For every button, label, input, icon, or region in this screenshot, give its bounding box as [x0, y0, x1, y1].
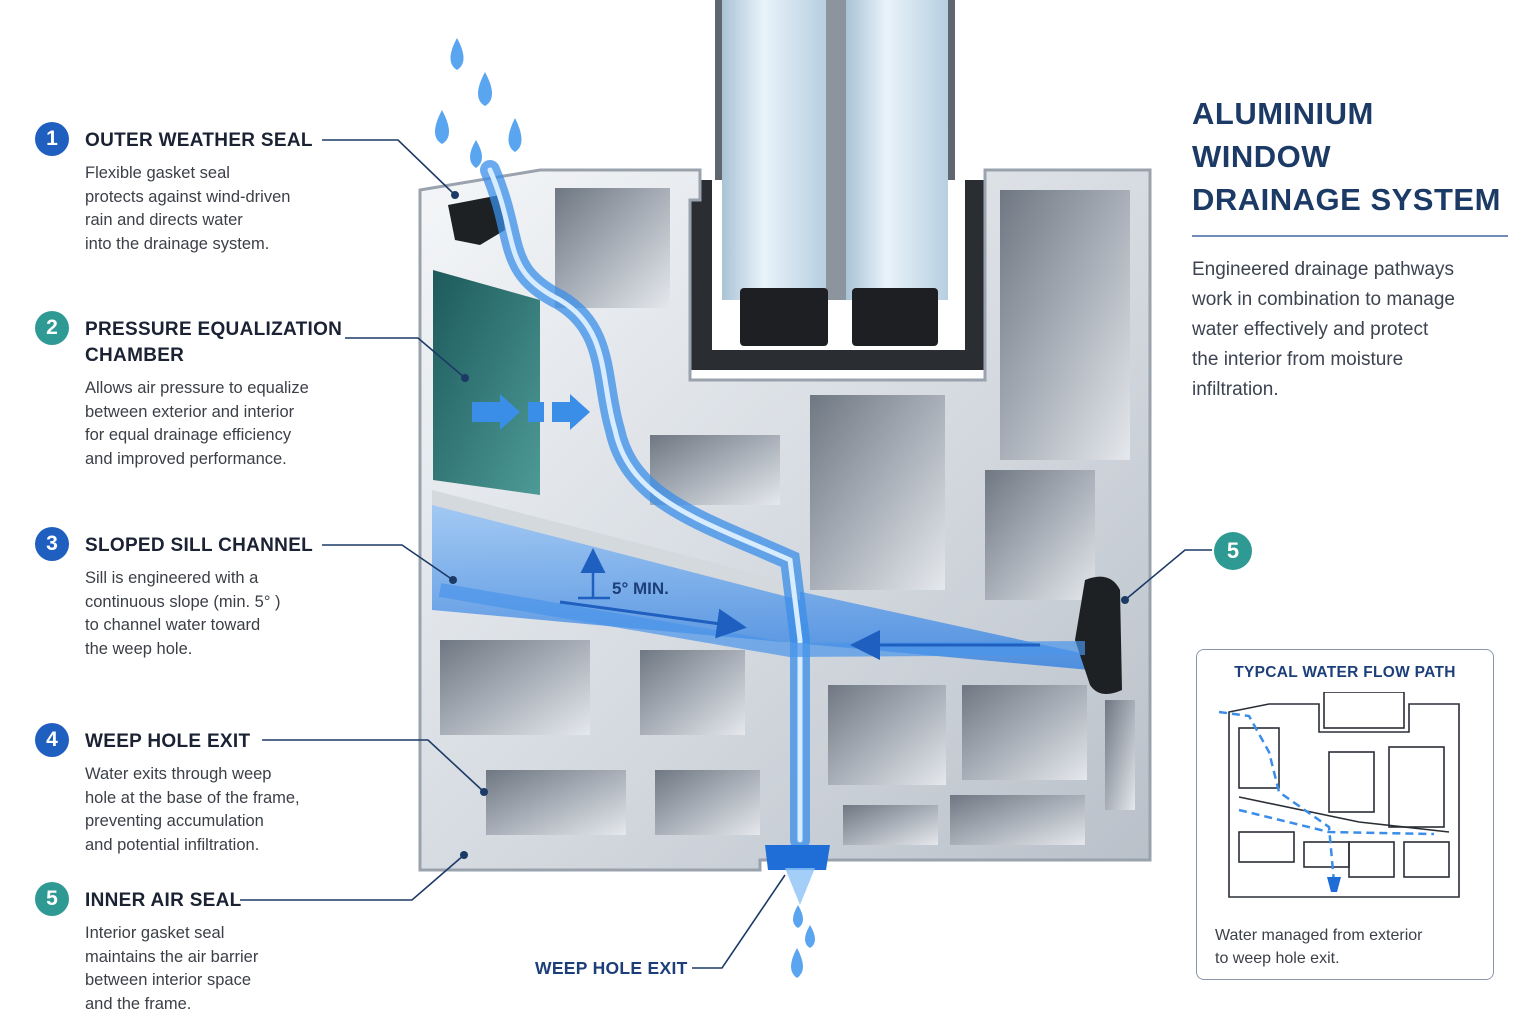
inset-schematic [1218, 692, 1460, 898]
callout-title: PRESSURE EQUALIZATION CHAMBER [85, 319, 343, 366]
page-title: ALUMINIUM WINDOW DRAINAGE SYSTEM [1192, 96, 1501, 217]
callout-weep-hole: 4 WEEP HOLE EXIT Water exits through wee… [35, 723, 375, 857]
callout-text: Flexible gasket seal protects against wi… [85, 164, 291, 253]
callout-text: Water exits through weep hole at the bas… [85, 765, 300, 854]
air-pressure-arrows [472, 394, 590, 430]
outer-weather-seal [448, 195, 505, 245]
callout-title: SLOPED SILL CHANNEL [85, 535, 314, 556]
sill-channel-cover [432, 490, 800, 600]
sill-channel [432, 495, 1090, 670]
glazing-pocket [690, 180, 985, 370]
inset-title: TYPCAL WATER FLOW PATH [1234, 664, 1456, 681]
frame-cavities [440, 188, 1135, 845]
intro-text: Engineered drainage pathways work in com… [1192, 259, 1455, 400]
callout-title: WEEP HOLE EXIT [85, 731, 251, 752]
callout-text: Sill is engineered with a continuous slo… [85, 569, 281, 658]
callout-inner-air-seal: 5 INNER AIR SEAL Interior gasket seal ma… [35, 882, 375, 1016]
slope-label: 5° MIN. [612, 579, 669, 598]
sill-water-flow [438, 583, 1086, 658]
leader-dots [449, 191, 1129, 859]
weep-hole-exit-label: WEEP HOLE EXIT [535, 958, 688, 978]
callout-text: Allows air pressure to equalize between … [85, 379, 309, 468]
water-drops [435, 38, 815, 978]
glass-unit [715, 0, 955, 346]
diagram-badge-5: 5 [1214, 532, 1252, 570]
callout-badge-3: 3 [35, 527, 69, 561]
pressure-chamber [433, 270, 540, 495]
flow-path-inset: TYPCAL WATER FLOW PATH Water managed fro… [1196, 649, 1494, 980]
callout-text: Interior gasket seal maintains the air b… [85, 924, 259, 1013]
callout-title: INNER AIR SEAL [85, 890, 242, 911]
title-block: ALUMINIUM WINDOW DRAINAGE SYSTEM Enginee… [1192, 92, 1512, 405]
sill-flow-arrow [559, 600, 747, 639]
exit-stream [785, 868, 815, 905]
callout-badge-1: 1 [35, 122, 69, 156]
callout-badge-4: 4 [35, 723, 69, 757]
callout-badge-5: 5 [35, 882, 69, 916]
title-divider [1192, 235, 1508, 237]
callout-title: OUTER WEATHER SEAL [85, 130, 313, 151]
leader-lines [240, 139, 1212, 969]
callout-badge-2: 2 [35, 311, 69, 345]
callout-pressure-chamber: 2 PRESSURE EQUALIZATION CHAMBER Allows a… [35, 311, 375, 471]
water-flow-highlight [487, 167, 803, 843]
callout-sloped-sill: 3 SLOPED SILL CHANNEL Sill is engineered… [35, 527, 375, 661]
weep-hole [765, 845, 830, 870]
inset-caption: Water managed from exterior to weep hole… [1215, 927, 1423, 967]
inner-air-seal [1075, 576, 1122, 694]
callout-outer-weather-seal: 1 OUTER WEATHER SEAL Flexible gasket sea… [35, 122, 375, 256]
